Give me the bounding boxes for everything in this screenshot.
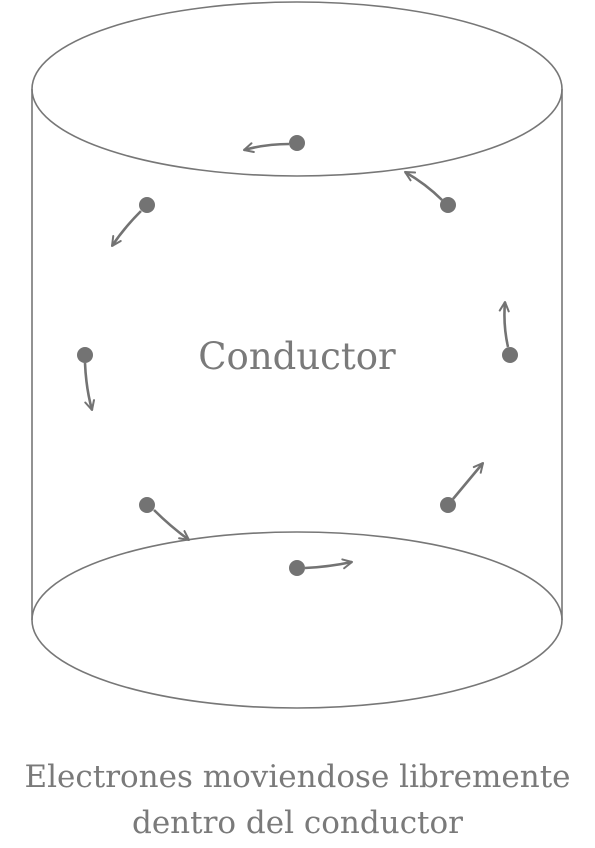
- electron-dot: [289, 560, 305, 576]
- electron-dot: [77, 347, 93, 363]
- caption-line-2: dentro del conductor: [131, 805, 463, 841]
- electron-motion-arrow: [452, 462, 484, 500]
- conductor-label: Conductor: [198, 335, 396, 378]
- electron: [289, 558, 353, 576]
- electron-dot: [139, 197, 155, 213]
- electron: [77, 347, 95, 411]
- electrons: [77, 135, 518, 576]
- electron-dot: [440, 197, 456, 213]
- electron: [498, 301, 518, 363]
- electron-motion-arrow: [304, 558, 353, 570]
- electron-motion-arrow: [404, 170, 443, 201]
- electron-dot: [502, 347, 518, 363]
- electron-motion-arrow: [153, 509, 190, 542]
- electron-motion-arrow: [83, 362, 95, 411]
- electron-dot: [289, 135, 305, 151]
- electron-dot: [139, 497, 155, 513]
- caption-line-1: Electrones moviendose libremente: [24, 759, 571, 795]
- electron-motion-arrow: [243, 142, 290, 153]
- electron: [243, 135, 305, 153]
- electron: [110, 197, 155, 247]
- cylinder: [31, 1, 563, 709]
- electron-motion-arrow: [498, 301, 510, 348]
- electron-motion-arrow: [110, 210, 142, 247]
- electron-dot: [440, 497, 456, 513]
- cylinder-bottom-ellipse: [31, 531, 563, 709]
- electron: [404, 170, 456, 213]
- electron: [139, 497, 190, 542]
- electron: [440, 462, 484, 513]
